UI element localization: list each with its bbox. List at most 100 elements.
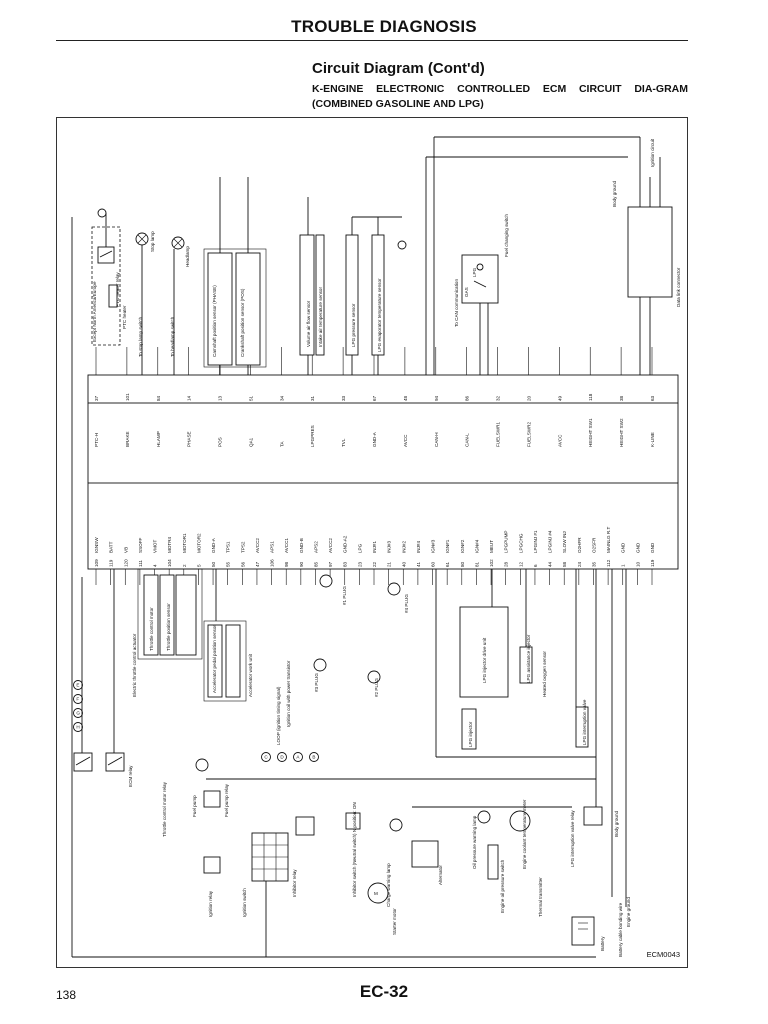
starter-motor: M <box>367 882 389 904</box>
label-except-na-europe: Except North America/Europe <box>92 281 97 342</box>
ecm-pin-number: 40 <box>401 561 406 567</box>
ecm-pin-number: 119 <box>109 559 114 567</box>
ecm-signal-name: FUELSWR1 <box>496 422 501 447</box>
label-ignition-circuit: Ignition circuit <box>650 138 655 167</box>
label-starter-motor: Starter motor <box>392 908 397 935</box>
section-page-number: EC-32 <box>359 982 409 1001</box>
ecm-signal-name: AVCC <box>557 434 562 447</box>
label-lpg-interruption-valve: LPG interruption valve <box>582 699 587 745</box>
label-gas: GAS <box>464 287 469 297</box>
label-plug-3: #3 PLUG <box>314 673 319 692</box>
page-number: 138 <box>56 988 77 1002</box>
ecm-pin-number: 102 <box>489 559 494 567</box>
connector-letter: C <box>261 752 271 762</box>
ecm-signal-name: IGN#1 <box>445 539 450 553</box>
diagram-frame <box>56 117 688 968</box>
inhibitor-switch <box>345 812 361 830</box>
ecm-signal-name: PHASE <box>187 431 192 447</box>
label-plug-4: #4 PLUG <box>404 594 409 613</box>
ecm-signal-name: GND-A2 <box>343 535 348 553</box>
ecm-signal-name: QA1 <box>248 437 253 447</box>
connector-letter: E <box>73 680 83 690</box>
ecm-pin-number: 51 <box>248 395 253 401</box>
ecm-pin-number: 50 <box>211 561 216 567</box>
volume-air-flow-sensor <box>299 197 325 375</box>
ecm-pin-number: 38 <box>619 395 624 401</box>
label-ptc-heater-relay: PTC heater relay <box>115 272 120 307</box>
fuel-changing-switch <box>461 254 499 375</box>
ecm-signal-name: CAN-L <box>465 433 470 447</box>
label-to-stop-lamp-switch: To stop lamp switch <box>138 316 143 357</box>
label-intake-air-temp: Intake air temperature sensor <box>318 287 323 347</box>
ecm-signal-name: LPGCHG <box>518 533 523 553</box>
connector-letter: D <box>277 752 287 762</box>
ecm-signal-name: MOTR4 <box>167 536 172 553</box>
label-fuel-pump: Fuel pump <box>192 795 197 817</box>
svg-text:M: M <box>374 891 378 896</box>
ecm-pin-number: 97 <box>328 561 333 567</box>
lpg-interruption-valve <box>575 706 589 748</box>
ecm-pin-number: 86 <box>465 395 470 401</box>
svg-text:H: H <box>76 725 79 730</box>
label-accelerator-work-unit: Accelerator work unit <box>248 653 253 697</box>
figure-id: ECM0043 <box>646 950 680 959</box>
ignition-switch <box>251 832 289 882</box>
ecm-signal-name: INJ#4 <box>416 541 421 553</box>
svg-text:E: E <box>76 683 79 688</box>
svg-text:B: B <box>312 755 315 760</box>
ecm-pin-number: 67 <box>372 395 377 401</box>
label-thermal-transmitter: Thermal transmitter <box>538 877 543 917</box>
ecm-pin-number: 90 <box>299 561 304 567</box>
label-inhibitor-switch: Inhibitor switch (Neutral switch) N posi… <box>352 802 357 897</box>
ecm-pin-number: 6 <box>533 564 538 567</box>
ecm-pin-number: 20 <box>526 395 531 401</box>
label-engine-ground: Engine ground <box>626 897 631 927</box>
ecm-signal-name: SLOW INJ <box>562 531 567 553</box>
svg-text:G: G <box>76 711 80 716</box>
label-lpg: LPG <box>472 267 477 277</box>
lpg-sensors <box>345 216 407 375</box>
ecm-signal-name: GND-A <box>372 431 377 447</box>
ecm-signal-name: MEUT <box>489 540 494 553</box>
ecm-pin-number: 24 <box>577 561 582 567</box>
label-lpg-interruption-relay: LPG interruption valve relay <box>570 810 575 867</box>
ecm-signal-name: APS1 <box>270 541 275 553</box>
ecm-block <box>87 374 679 570</box>
ecm-pin-number: 98 <box>284 561 289 567</box>
ecm-left-signal-group: 109IGNSW119BATT120VB111SSOFF4VMOT104MOTR… <box>94 527 655 585</box>
data-link-connector <box>627 137 673 375</box>
ecm-pin-right: GND-A 67 <box>372 347 377 447</box>
ecm-pin-right: CAN-H94 <box>434 347 439 447</box>
ecm-signal-name: TVL <box>341 438 346 447</box>
ecm-pin-number: 2 <box>182 564 187 567</box>
label-loop: LOOP (ignition timing signal) <box>276 686 281 745</box>
ecm-pin-number: 84 <box>156 395 161 401</box>
ecm-pin-number: 49 <box>557 395 562 401</box>
label-electric-throttle-actuator: Electric throttle control actuator <box>132 633 137 697</box>
label-battery: Battery <box>600 936 605 951</box>
ecm-pin-number: 63 <box>650 395 655 401</box>
alternator <box>411 840 439 868</box>
circuit-diagram: PTC-H37BRAKE101HLAMP84PHASE14POS13QA151T… <box>71 136 681 958</box>
ecm-pin-number: 83 <box>343 561 348 567</box>
ecm-pin-number: 14 <box>187 395 192 401</box>
stop-lamp <box>135 232 149 375</box>
battery <box>571 916 595 946</box>
ecm-pin-number: 37 <box>94 395 99 401</box>
